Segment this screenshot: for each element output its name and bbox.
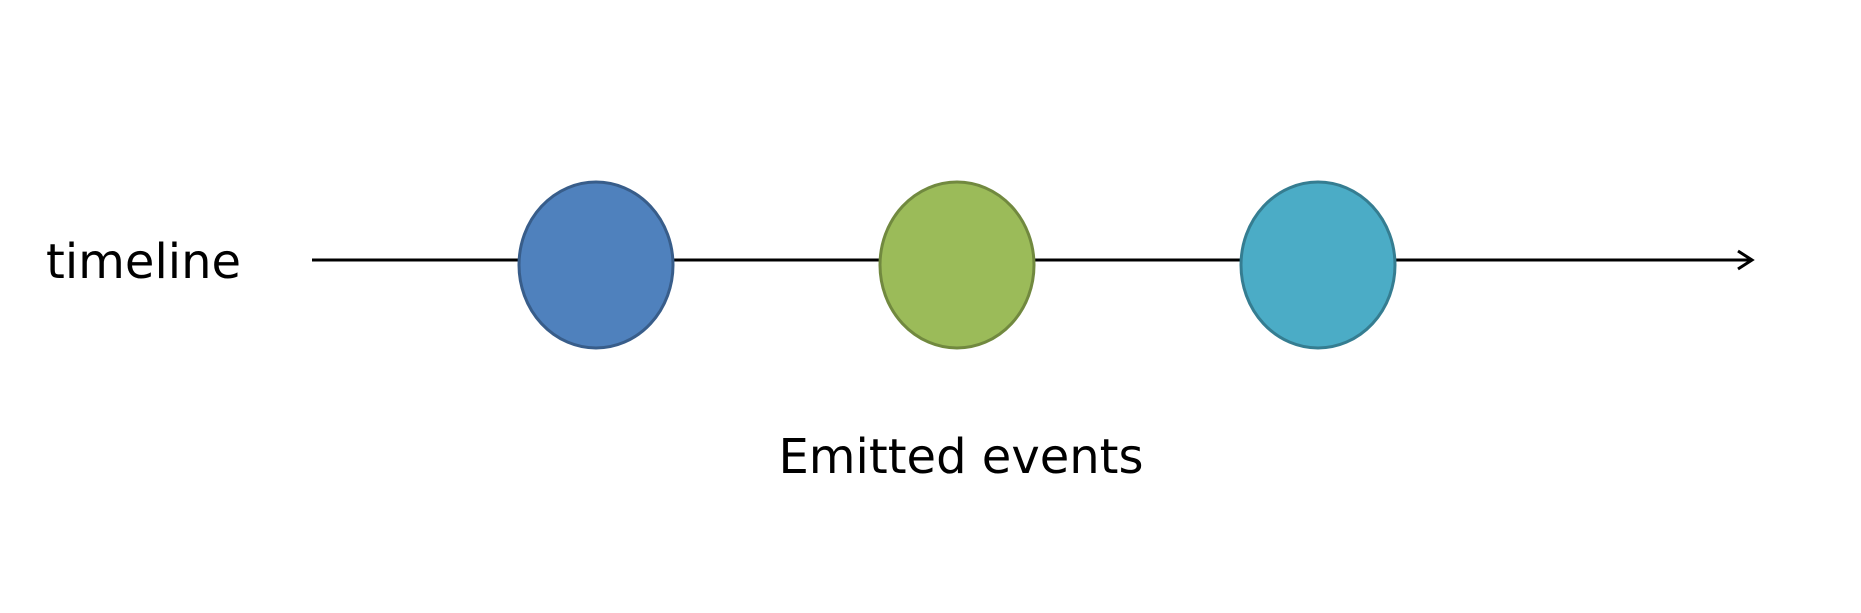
event-marker-2: [878, 180, 1036, 350]
timeline-label: timeline: [46, 234, 241, 290]
event-marker-1: [517, 180, 675, 350]
timeline-arrowhead: [1737, 249, 1755, 271]
emitted-events-caption: Emitted events: [778, 429, 1143, 485]
event-marker-3: [1239, 180, 1397, 350]
